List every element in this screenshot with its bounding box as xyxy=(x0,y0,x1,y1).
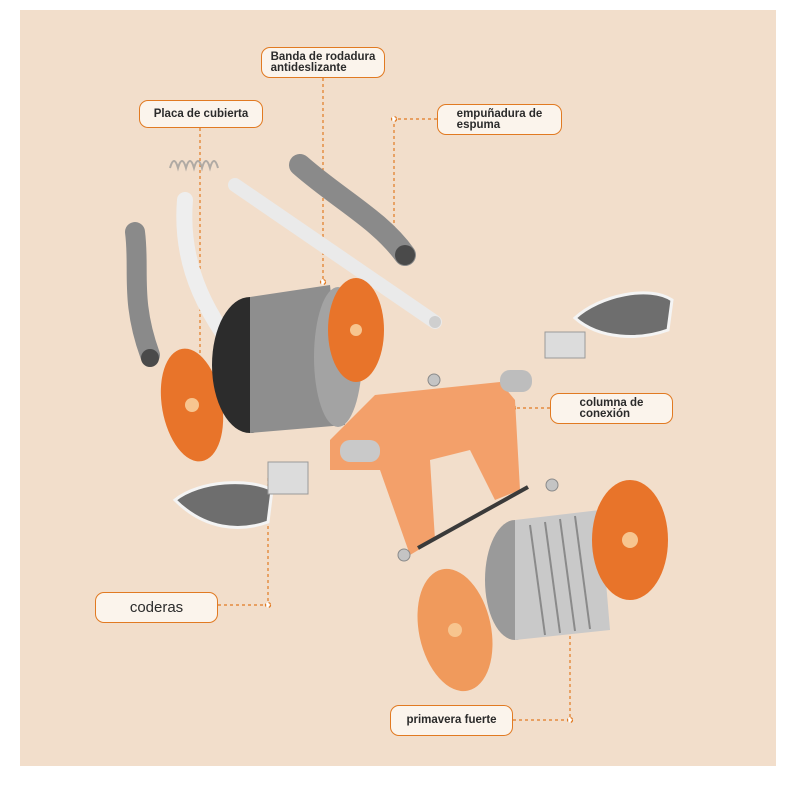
foam-grip-left xyxy=(125,222,160,365)
connecting-column xyxy=(330,370,532,555)
pad-bracket-left xyxy=(267,461,309,495)
bolts xyxy=(397,373,559,562)
leader-foam-grip xyxy=(393,118,437,232)
label-cover-plate: Placa de cubierta xyxy=(153,107,249,120)
callout-strong-spring: primavera fuerte xyxy=(390,705,513,736)
big-spring xyxy=(485,510,610,640)
label-connecting-column: columna de conexión xyxy=(579,396,644,420)
callout-foam-grip: empuñadura de espuma xyxy=(437,104,562,135)
pad-bracket-right xyxy=(544,331,586,359)
small-spring xyxy=(169,160,219,172)
elbow-pad-left xyxy=(172,481,274,529)
foam-grip-upper xyxy=(289,154,416,266)
label-tread: Banda de rodadura antideslizante xyxy=(270,50,376,74)
callout-elbow-pads: coderas xyxy=(95,592,218,623)
axle-rod xyxy=(417,485,529,550)
diagram-background xyxy=(20,10,776,766)
metal-bar xyxy=(228,178,442,329)
callout-tread: Banda de rodadura antideslizante xyxy=(261,47,385,78)
callout-connecting-column: columna de conexión xyxy=(550,393,673,424)
elbow-pad-right xyxy=(572,291,674,338)
label-strong-spring: primavera fuerte xyxy=(406,714,497,726)
callout-cover-plate: Placa de cubierta xyxy=(139,100,263,128)
label-elbow-pads: coderas xyxy=(129,599,184,616)
label-foam-grip: empuñadura de espuma xyxy=(456,107,543,131)
